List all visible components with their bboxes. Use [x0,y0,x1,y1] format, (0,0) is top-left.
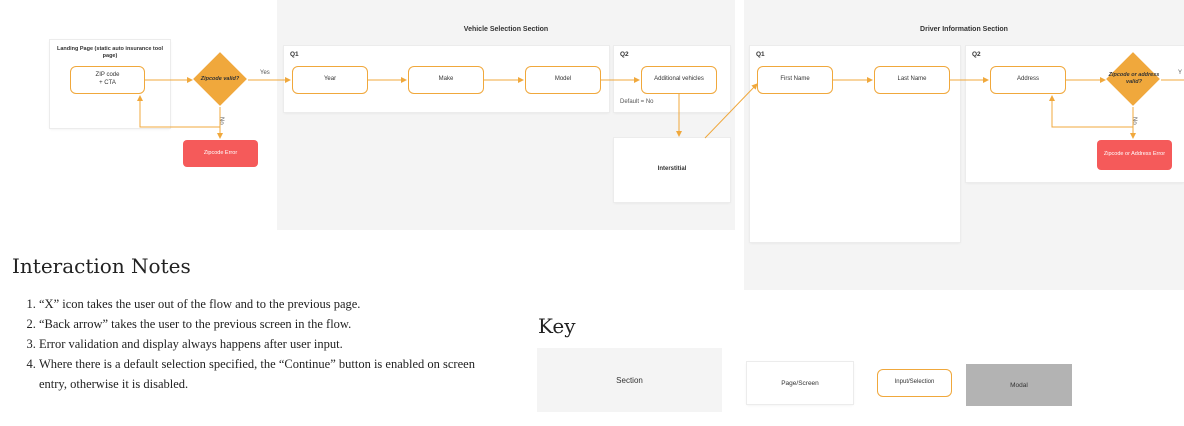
interstitial-label: Interstitial [657,166,687,172]
address-node: Address [990,66,1066,94]
additional-vehicles-node: Additional vehicles [641,66,717,94]
arrow-loop-to-address [1049,95,1133,128]
default-no-label: Default = No [620,99,654,105]
key-modal-label: Modal [1010,381,1028,389]
key-section-label: Section [616,375,643,385]
note-item: Where there is a default selection speci… [39,354,489,394]
zip-code-cta-node: ZIP code + CTA [70,66,145,94]
arrow-interstitial-to-firstname [704,83,758,139]
landing-yes-label: Yes [260,70,270,76]
arrow-loop-to-zip [137,95,220,128]
interaction-notes-title: Interaction Notes [12,254,191,278]
driver-q1-label: Q1 [756,51,765,58]
interstitial-screen: Interstitial [614,138,730,202]
make-node: Make [408,66,484,94]
driver-yes-label: Y [1178,70,1183,76]
key-modal-swatch: Modal [966,364,1072,406]
key-page-swatch: Page/Screen [747,362,853,404]
address-valid-label: Zipcode or address valid? [1108,72,1160,85]
address-error-box: Zipcode or Address Error [1097,140,1172,170]
key-page-label: Page/Screen [781,379,819,387]
key-input-label: Input/Selection [894,379,935,386]
interaction-notes-list: “X” icon takes the user out of the flow … [12,294,489,394]
vehicle-section-title: Vehicle Selection Section [463,26,549,33]
note-item: Error validation and display always happ… [39,334,489,354]
note-item: “X” icon takes the user out of the flow … [39,294,489,314]
year-node: Year [292,66,368,94]
first-name-node: First Name [757,66,833,94]
vehicle-q1-label: Q1 [290,51,299,58]
zipcode-valid-label: Zipcode valid? [200,75,240,82]
zipcode-error-box: Zipcode Error [183,140,258,167]
key-input-swatch: Input/Selection [877,369,952,397]
landing-page-title: Landing Page (static auto insurance tool… [56,46,164,60]
note-item: “Back arrow” takes the user to the previ… [39,314,489,334]
key-title: Key [538,314,576,338]
key-section-swatch: Section [537,348,722,412]
vehicle-q2-label: Q2 [620,51,629,58]
driver-section-title: Driver Information Section [920,26,1008,33]
last-name-node: Last Name [874,66,950,94]
model-node: Model [525,66,601,94]
driver-q2-label: Q2 [972,51,981,58]
